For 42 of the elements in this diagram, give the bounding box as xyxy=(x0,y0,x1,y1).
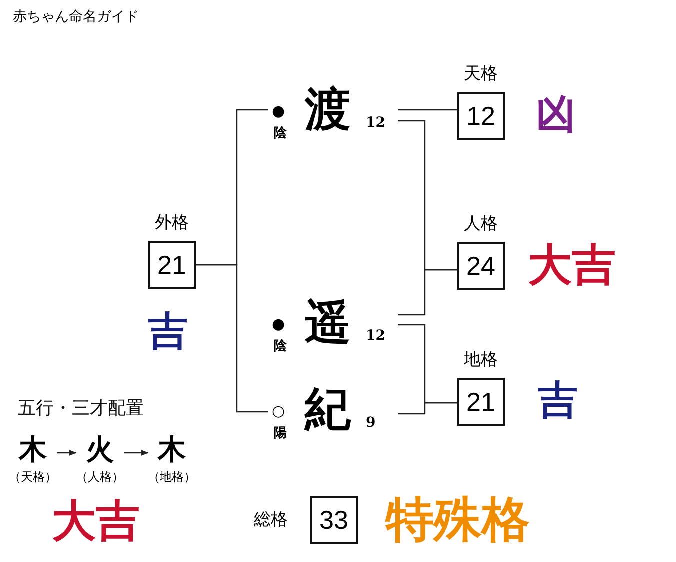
fortune-verdict: 特殊格 xyxy=(386,496,530,544)
name-character: 紀 xyxy=(305,386,351,432)
connector-line xyxy=(196,264,268,413)
yin-yang-label: 陰 xyxy=(274,127,287,140)
value-box: 33 xyxy=(310,496,358,544)
element-source-label: （地格） xyxy=(147,471,197,483)
heading-label: 天格 xyxy=(463,66,499,83)
value-box: 24 xyxy=(457,242,505,290)
heading-label: 外格 xyxy=(154,215,190,232)
connector-line xyxy=(398,402,457,415)
stroke-count: 9 xyxy=(366,416,376,430)
arrow xyxy=(124,450,149,456)
value-box: 21 xyxy=(457,378,505,426)
value-box: 21 xyxy=(148,241,196,289)
yin-yang-mark: ● xyxy=(272,317,286,332)
heading-label: 人格 xyxy=(463,216,499,233)
heading-label: 地格 xyxy=(463,352,499,369)
name-character: 遥 xyxy=(305,299,351,345)
section-heading: 五行・三才配置 xyxy=(18,400,144,418)
fortune-verdict: 吉 xyxy=(148,312,188,352)
element-character: 木 xyxy=(156,436,187,464)
connector-line xyxy=(398,269,457,316)
name-character: 渡 xyxy=(305,86,351,132)
yin-yang-mark: ○ xyxy=(272,404,286,419)
fortune-verdict: 吉 xyxy=(538,381,578,421)
fortune-verdict: 大吉 xyxy=(528,244,616,288)
value-box: 12 xyxy=(457,92,505,140)
element-source-label: （人格） xyxy=(75,471,125,483)
page-title: 赤ちゃん命名ガイド xyxy=(13,10,139,24)
stroke-count: 12 xyxy=(366,329,386,343)
yin-yang-label: 陰 xyxy=(274,340,287,353)
stroke-count: 12 xyxy=(366,116,386,130)
element-source-label: （天格） xyxy=(8,471,58,483)
fortune-verdict: 凶 xyxy=(536,95,576,135)
arrow xyxy=(57,450,77,456)
element-character: 火 xyxy=(85,436,115,464)
heading-label: 総格 xyxy=(254,512,288,529)
element-character: 木 xyxy=(18,436,48,464)
fortune-verdict: 大吉 xyxy=(52,500,140,544)
connector-line xyxy=(398,109,457,111)
yin-yang-label: 陽 xyxy=(274,427,287,440)
yin-yang-mark: ● xyxy=(272,104,286,119)
